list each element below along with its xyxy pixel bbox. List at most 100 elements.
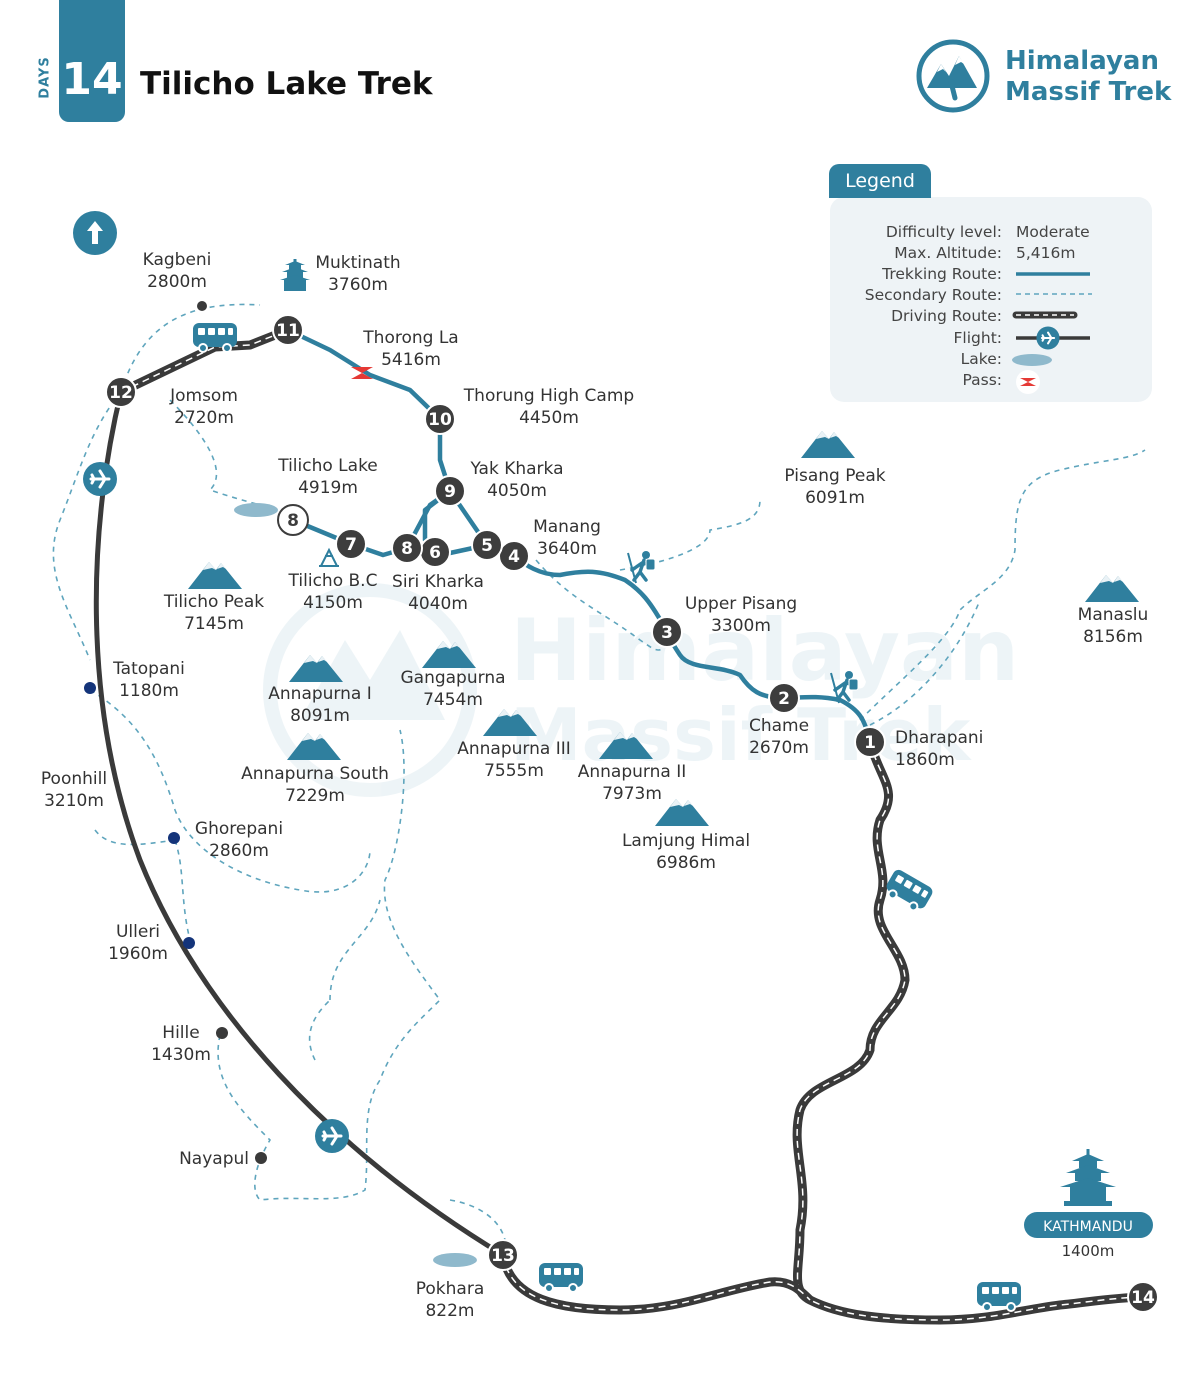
peak-manaslu-altitude: 8156m (1083, 627, 1143, 647)
stop-number: 1 (864, 733, 876, 753)
stop-label-7-altitude: 4150m (303, 593, 363, 613)
stop-marker-1: 1 (854, 726, 886, 758)
stop-number: 6 (429, 543, 441, 563)
kathmandu-alt: 1400m (1062, 1242, 1115, 1260)
stop-number: 12 (109, 383, 133, 403)
place-ulleri-altitude: 1960m (108, 944, 168, 964)
stop-label-3-altitude: 3300m (711, 616, 771, 636)
bus-icon (538, 1262, 584, 1293)
place-kagbeni-name: Kagbeni (143, 250, 212, 270)
stop-circle (768, 682, 800, 714)
place-ulleri-name: Ulleri (116, 922, 160, 942)
legend-title: Legend (829, 164, 931, 198)
place-kagbeni-altitude: 2800m (147, 272, 207, 292)
place-poonhill-name: Poonhill (41, 769, 107, 789)
stop-label-8-altitude: 4919m (298, 478, 358, 498)
stop-label-2-altitude: 2670m (749, 738, 809, 758)
stop-circle (498, 540, 530, 572)
place-tatopani-name: Tatopani (112, 659, 185, 679)
stop-label-1-name: Dharapani (895, 728, 983, 748)
stop-circle (424, 403, 456, 435)
village-dots (84, 301, 267, 1164)
stop-marker-2: 2 (768, 682, 800, 714)
driving-routes (119, 325, 1144, 1325)
place-tatopani-altitude: 1180m (119, 681, 179, 701)
brand-name-line1: Himalayan (1005, 46, 1159, 76)
peak-annapurna-i-name: Annapurna I (268, 684, 371, 704)
stop-label-10-altitude: 4450m (519, 408, 579, 428)
stop-number: 7 (345, 535, 357, 555)
place-muktinath-altitude: 3760m (328, 275, 388, 295)
stop-label-11-name: Thorong La (362, 328, 458, 348)
stop-circle (105, 376, 137, 408)
stop-marker-5: 5 (471, 529, 503, 561)
stop-number: 8 (401, 539, 413, 559)
stop-label-9-altitude: 4050m (487, 481, 547, 501)
stop-label-13-altitude: 822m (425, 1301, 474, 1321)
peak-pisang-peak-altitude: 6091m (805, 488, 865, 508)
kathmandu-label: KATHMANDU (1043, 1219, 1133, 1235)
stop-label-2-name: Chame (749, 716, 809, 736)
stop-label-4-altitude: 3640m (537, 539, 597, 559)
stop-label-3-name: Upper Pisang (685, 594, 797, 614)
place-ghorepani-name: Ghorepani (195, 819, 283, 839)
plane-icon (313, 1117, 351, 1155)
tent-icon (319, 547, 339, 567)
legend-panel (830, 197, 1152, 402)
watermark-line1: Himalayan (510, 601, 1019, 701)
stop-circle (651, 616, 683, 648)
stop-label-6-name: Siri Kharka (392, 572, 484, 592)
stop-marker-14: 14 (1127, 1281, 1159, 1313)
mountain-icon (188, 562, 242, 589)
brand-name-line2: Massif Trek (1005, 77, 1172, 107)
stop-number: 10 (428, 410, 452, 430)
stop-number: 5 (481, 536, 493, 556)
stop-label-1-altitude: 1860m (895, 750, 955, 770)
days-label: DAYS (37, 56, 53, 99)
peak-lamjung-himal-name: Lamjung Himal (622, 831, 750, 851)
stop-marker-3: 3 (651, 616, 683, 648)
stop-label-7-name: Tilicho B.C (288, 571, 378, 591)
peak-pisang-peak-name: Pisang Peak (784, 466, 885, 486)
stop-circle (272, 314, 304, 346)
stop-number: 2 (778, 689, 790, 709)
bus-icon (976, 1281, 1022, 1312)
stop-circle (471, 529, 503, 561)
stop-marker-8-return: 8 (391, 532, 423, 564)
mountain-icon (655, 799, 709, 826)
stop-number: 11 (276, 321, 300, 341)
stop-number: 8 (287, 511, 299, 531)
watermark-line2: Massif Trek (510, 693, 973, 777)
stop-number: 4 (508, 547, 520, 567)
days-count: 14 (61, 54, 123, 105)
stop-marker-12: 12 (105, 376, 137, 408)
stop-marker-6: 6 (419, 536, 451, 568)
peak-lamjung-himal-altitude: 6986m (656, 853, 716, 873)
stop-marker-7: 7 (335, 528, 367, 560)
pagoda-icon (1060, 1149, 1116, 1206)
stop-marker-4: 4 (498, 540, 530, 572)
pass-icon (351, 367, 373, 379)
mountain-icon (801, 431, 855, 458)
kathmandu-badge: KATHMANDU (1024, 1212, 1153, 1238)
peak-annapurna-i-altitude: 8091m (290, 706, 350, 726)
trekker-icon (626, 549, 657, 585)
mountain-icon (1085, 575, 1139, 602)
place-hille-name: Hille (162, 1023, 199, 1043)
temple-icon (280, 259, 310, 291)
peak-annapurna-iii-name: Annapurna III (457, 739, 571, 759)
stop-marker-13: 13 (487, 1239, 519, 1271)
stop-circle (487, 1239, 519, 1271)
stop-number: 3 (661, 623, 673, 643)
peak-tilicho-peak-name: Tilicho Peak (163, 592, 264, 612)
peak-annapurna-south-name: Annapurna South (241, 764, 389, 784)
stop-label-10-name: Thorung High Camp (463, 386, 634, 406)
phewa-lake-icon (433, 1253, 477, 1267)
stop-marker-11: 11 (272, 314, 304, 346)
stop-label-8-name: Tilicho Lake (277, 456, 378, 476)
peak-manaslu-name: Manaslu (1078, 605, 1149, 625)
stop-label-12-name: Jomsom (169, 386, 238, 406)
stop-circle (1127, 1281, 1159, 1313)
